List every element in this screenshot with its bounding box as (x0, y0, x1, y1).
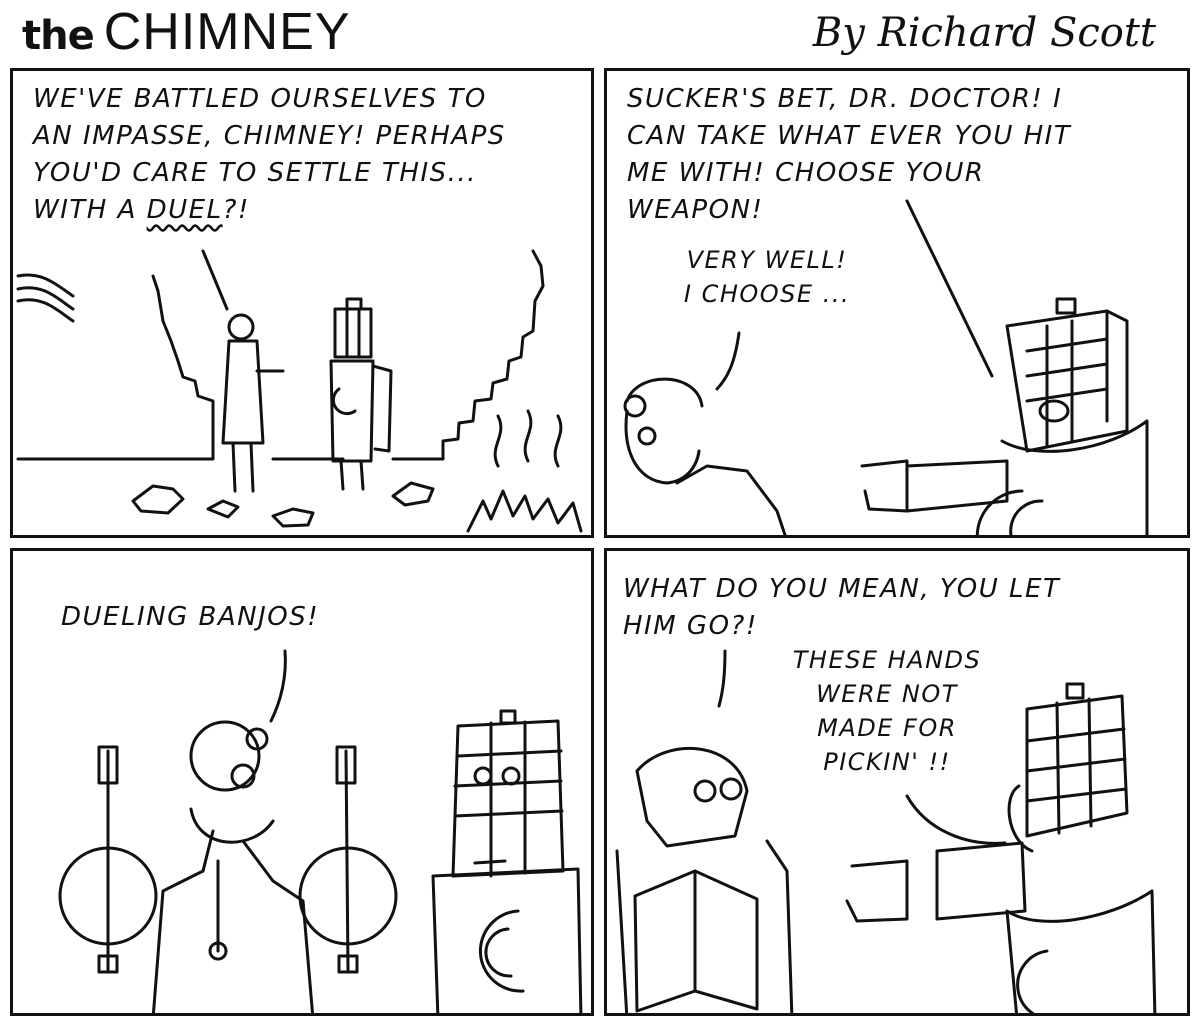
panel-2-chimney-speech: SUCKER'S BET, DR. DOCTOR! I CAN TAKE WHA… (627, 84, 1072, 225)
panel-4-chimney-question: WHAT DO YOU MEAN, YOU LET HIM GO?! (623, 574, 1061, 641)
panel-4-doctor-speech: THESE HANDS WERE NOT MADE FOR PICKIN' !! (792, 646, 982, 776)
author-byline: By Richard Scott (812, 10, 1156, 56)
comic-title-main: CHIMNEY (103, 3, 351, 61)
speech-text-end: ?! (222, 195, 250, 225)
speech-text: WE'VE BATTLED OURSELVES TO AN IMPASSE, C… (33, 84, 506, 225)
panel-1-drawing (16, 249, 583, 533)
panel-2-drawing (623, 199, 1149, 535)
panel-4-drawing (615, 649, 1157, 1013)
panel-2-doctor-speech: VERY WELL! I CHOOSE ... (683, 246, 851, 308)
panel-2: SUCKER'S BET, DR. DOCTOR! I CAN TAKE WHA… (604, 68, 1190, 538)
panel-3: DUELING BANJOS! (10, 548, 594, 1016)
panel-4: WHAT DO YOU MEAN, YOU LET HIM GO?! THESE… (604, 548, 1190, 1016)
panel-3-drawing (58, 649, 583, 1013)
panel-1-doctor-speech: WE'VE BATTLED OURSELVES TO AN IMPASSE, C… (33, 81, 591, 229)
duel-word: DUEL (146, 195, 223, 225)
panel-1: WE'VE BATTLED OURSELVES TO AN IMPASSE, C… (10, 68, 594, 538)
panel-3-doctor-speech: DUELING BANJOS! (61, 602, 320, 632)
comic-title-prefix: the (22, 13, 95, 59)
comic-title: the CHIMNEY (22, 2, 351, 64)
